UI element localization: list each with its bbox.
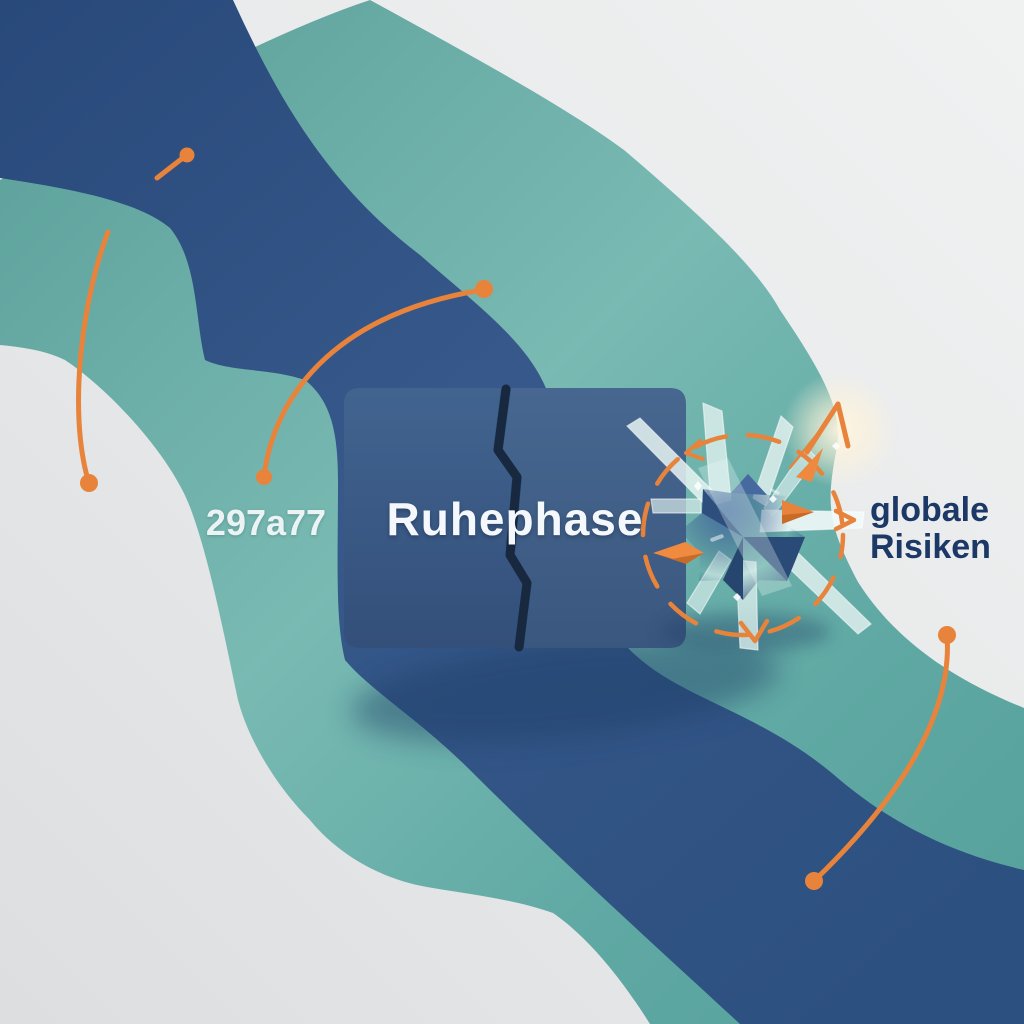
arrow-up-right-outline-icon (804, 401, 851, 455)
crack-line (493, 384, 532, 652)
phase-title: Ruhephase (386, 493, 644, 545)
risk-label: globale Risiken (870, 492, 991, 566)
dashed-orbit-circle (640, 432, 846, 638)
broken-box (344, 384, 686, 652)
connector-dot-c2 (475, 280, 493, 298)
sparkle-icon (832, 442, 840, 450)
broken-box-right-half (503, 388, 686, 648)
connector-dot-a (179, 147, 195, 163)
sparkles (694, 442, 840, 601)
filled-arrows (653, 448, 823, 564)
sparkle-icon (733, 593, 741, 601)
risk-label-line1: globale (870, 491, 990, 529)
arrow-up-right-filled-icon (796, 448, 823, 482)
orbit-and-arrows (640, 401, 857, 644)
arrow-down-outline-icon (738, 618, 770, 644)
connector-arcs (76, 147, 956, 890)
crystal-shard-icon (650, 498, 702, 514)
sphere-glint (770, 488, 780, 495)
impact-burst (626, 372, 898, 652)
sparkle-icon (694, 481, 702, 491)
connector-dot-b (80, 474, 98, 492)
arrow-right-outline-icon (833, 508, 857, 532)
sphere-glint (710, 534, 724, 542)
sparkle-icon (769, 495, 777, 503)
arrow-left-diamond-shade (653, 553, 704, 564)
arrow-right-filled-shade (782, 512, 814, 524)
shard-trace-line (788, 416, 832, 470)
connector-dot-d2 (805, 872, 823, 890)
arrow-left-outline-icon (684, 439, 705, 461)
broken-box-left-half (344, 388, 522, 648)
risk-label-line2: Risiken (870, 528, 991, 566)
box-shadow (351, 637, 779, 743)
code-label: 297a77 (205, 502, 327, 543)
arrow-left-diamond-icon (653, 542, 704, 559)
connector-arc-d (812, 632, 950, 883)
sphere-facets (702, 474, 805, 600)
crystal-shard-front (698, 458, 792, 596)
connector-arc-b (76, 229, 111, 483)
connector-line-a (154, 154, 187, 181)
connector-arc-c (261, 287, 485, 480)
